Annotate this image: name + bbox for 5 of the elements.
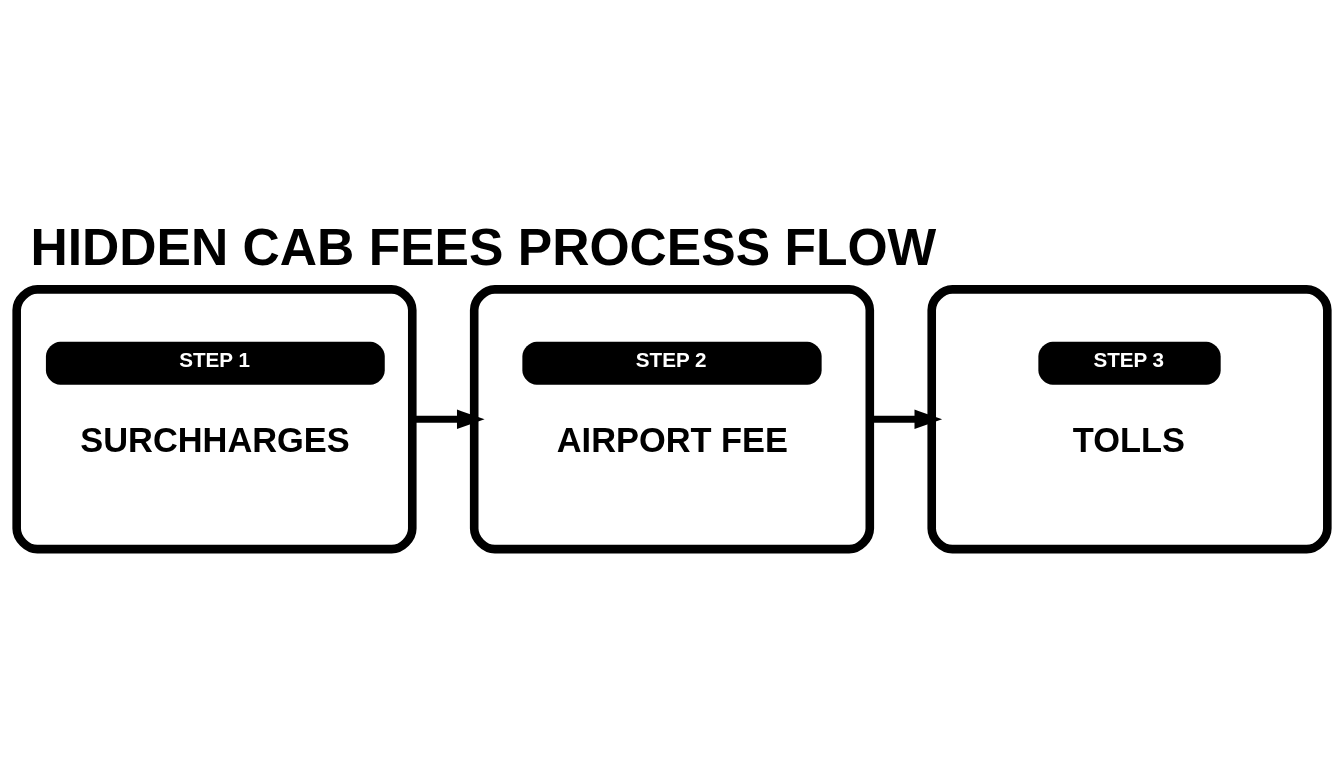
node-box: STEP 2 AIRPORT FEE (469, 285, 875, 554)
node-box: STEP 1 SURCHHARGES (12, 285, 417, 554)
diagram-title: HIDDEN CAB FEES PROCESS FLOW (30, 218, 937, 277)
node-box: STEP 3 TOLLS (927, 285, 1332, 554)
arrow (870, 409, 943, 429)
